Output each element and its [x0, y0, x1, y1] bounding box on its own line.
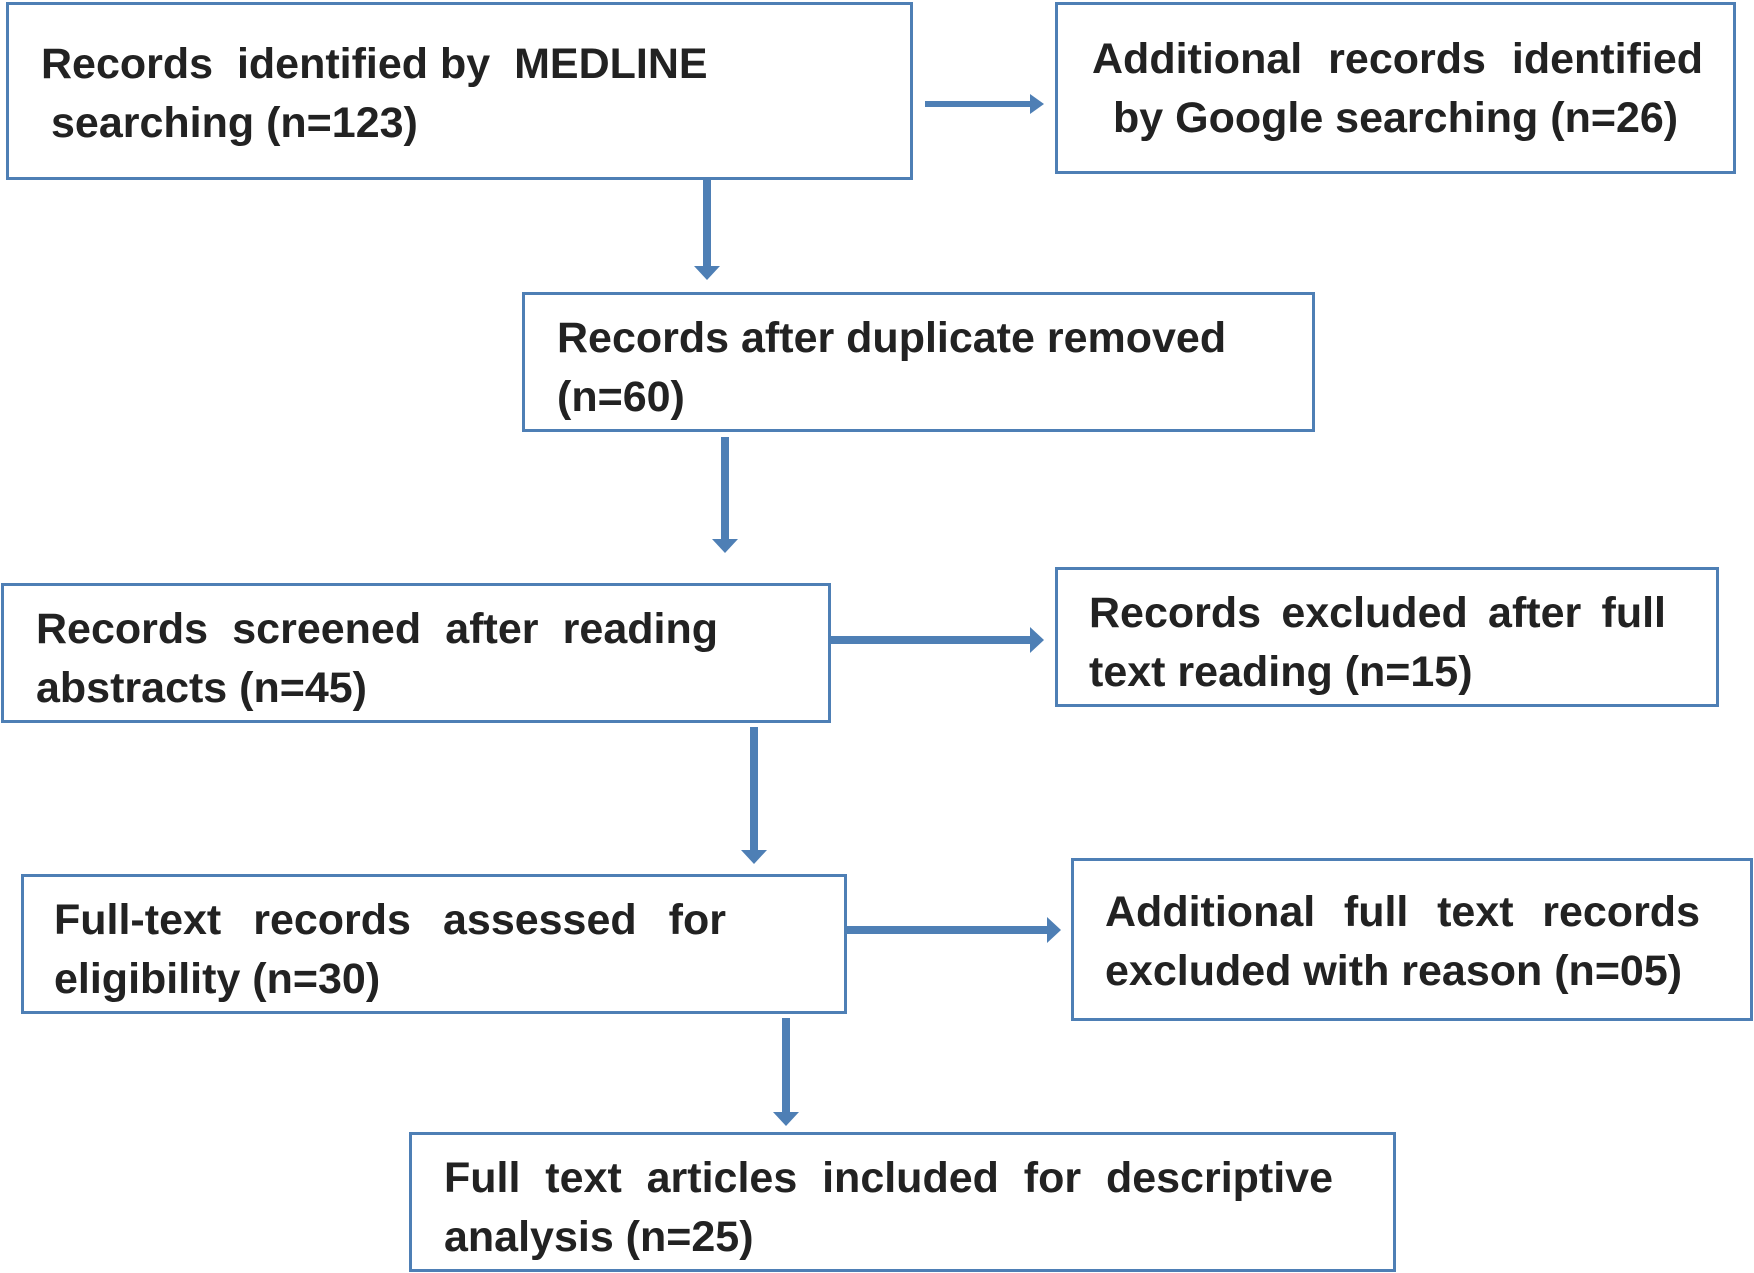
arrow-duplicates-to-screened [712, 437, 738, 553]
box-text-line: Records identified by MEDLINE [41, 40, 708, 88]
box-duplicates-removed: Records after duplicate removed (n=60) [522, 292, 1315, 432]
box-text-line: analysis (n=25) [444, 1213, 754, 1261]
box-excluded-with-reason: Additional full text records excluded wi… [1071, 858, 1753, 1021]
box-articles-included: Full text articles included for descript… [409, 1132, 1396, 1272]
box-records-screened: Records screened after reading abstracts… [1, 583, 831, 723]
arrow-medline-to-duplicates [694, 180, 720, 280]
box-text-line: Full-text records assessed for [54, 896, 726, 944]
box-text-line: excluded with reason (n=05) [1105, 947, 1683, 995]
box-records-excluded-full-text: Records excluded after full text reading… [1055, 567, 1719, 707]
box-text-line: eligibility (n=30) [54, 955, 381, 1003]
arrow-assessed-to-included [773, 1018, 799, 1126]
box-text-line: searching (n=123) [51, 99, 418, 147]
arrow-screened-to-assessed [741, 727, 767, 864]
box-text-line: by Google searching (n=26) [1113, 94, 1679, 142]
box-text-line: Records excluded after full [1089, 589, 1666, 637]
box-medline-records: Records identified by MEDLINE searching … [6, 2, 913, 180]
box-text-line: text reading (n=15) [1089, 648, 1473, 696]
box-text-line: (n=60) [557, 373, 685, 421]
box-text-line: Records after duplicate removed [557, 314, 1227, 362]
box-text-line: Full text articles included for descript… [444, 1154, 1333, 1202]
box-google-records: Additional records identified by Google … [1055, 2, 1736, 174]
box-text-line: Additional records identified [1092, 35, 1703, 83]
arrow-medline-to-google [925, 94, 1044, 114]
box-text-line: Additional full text records [1105, 888, 1700, 936]
box-full-text-assessed: Full-text records assessed for eligibili… [21, 874, 847, 1014]
arrow-screened-to-excluded [830, 627, 1044, 653]
box-text-line: Records screened after reading [36, 605, 718, 653]
arrow-assessed-to-excluded-reason [846, 917, 1061, 943]
box-text-line: abstracts (n=45) [36, 664, 368, 712]
